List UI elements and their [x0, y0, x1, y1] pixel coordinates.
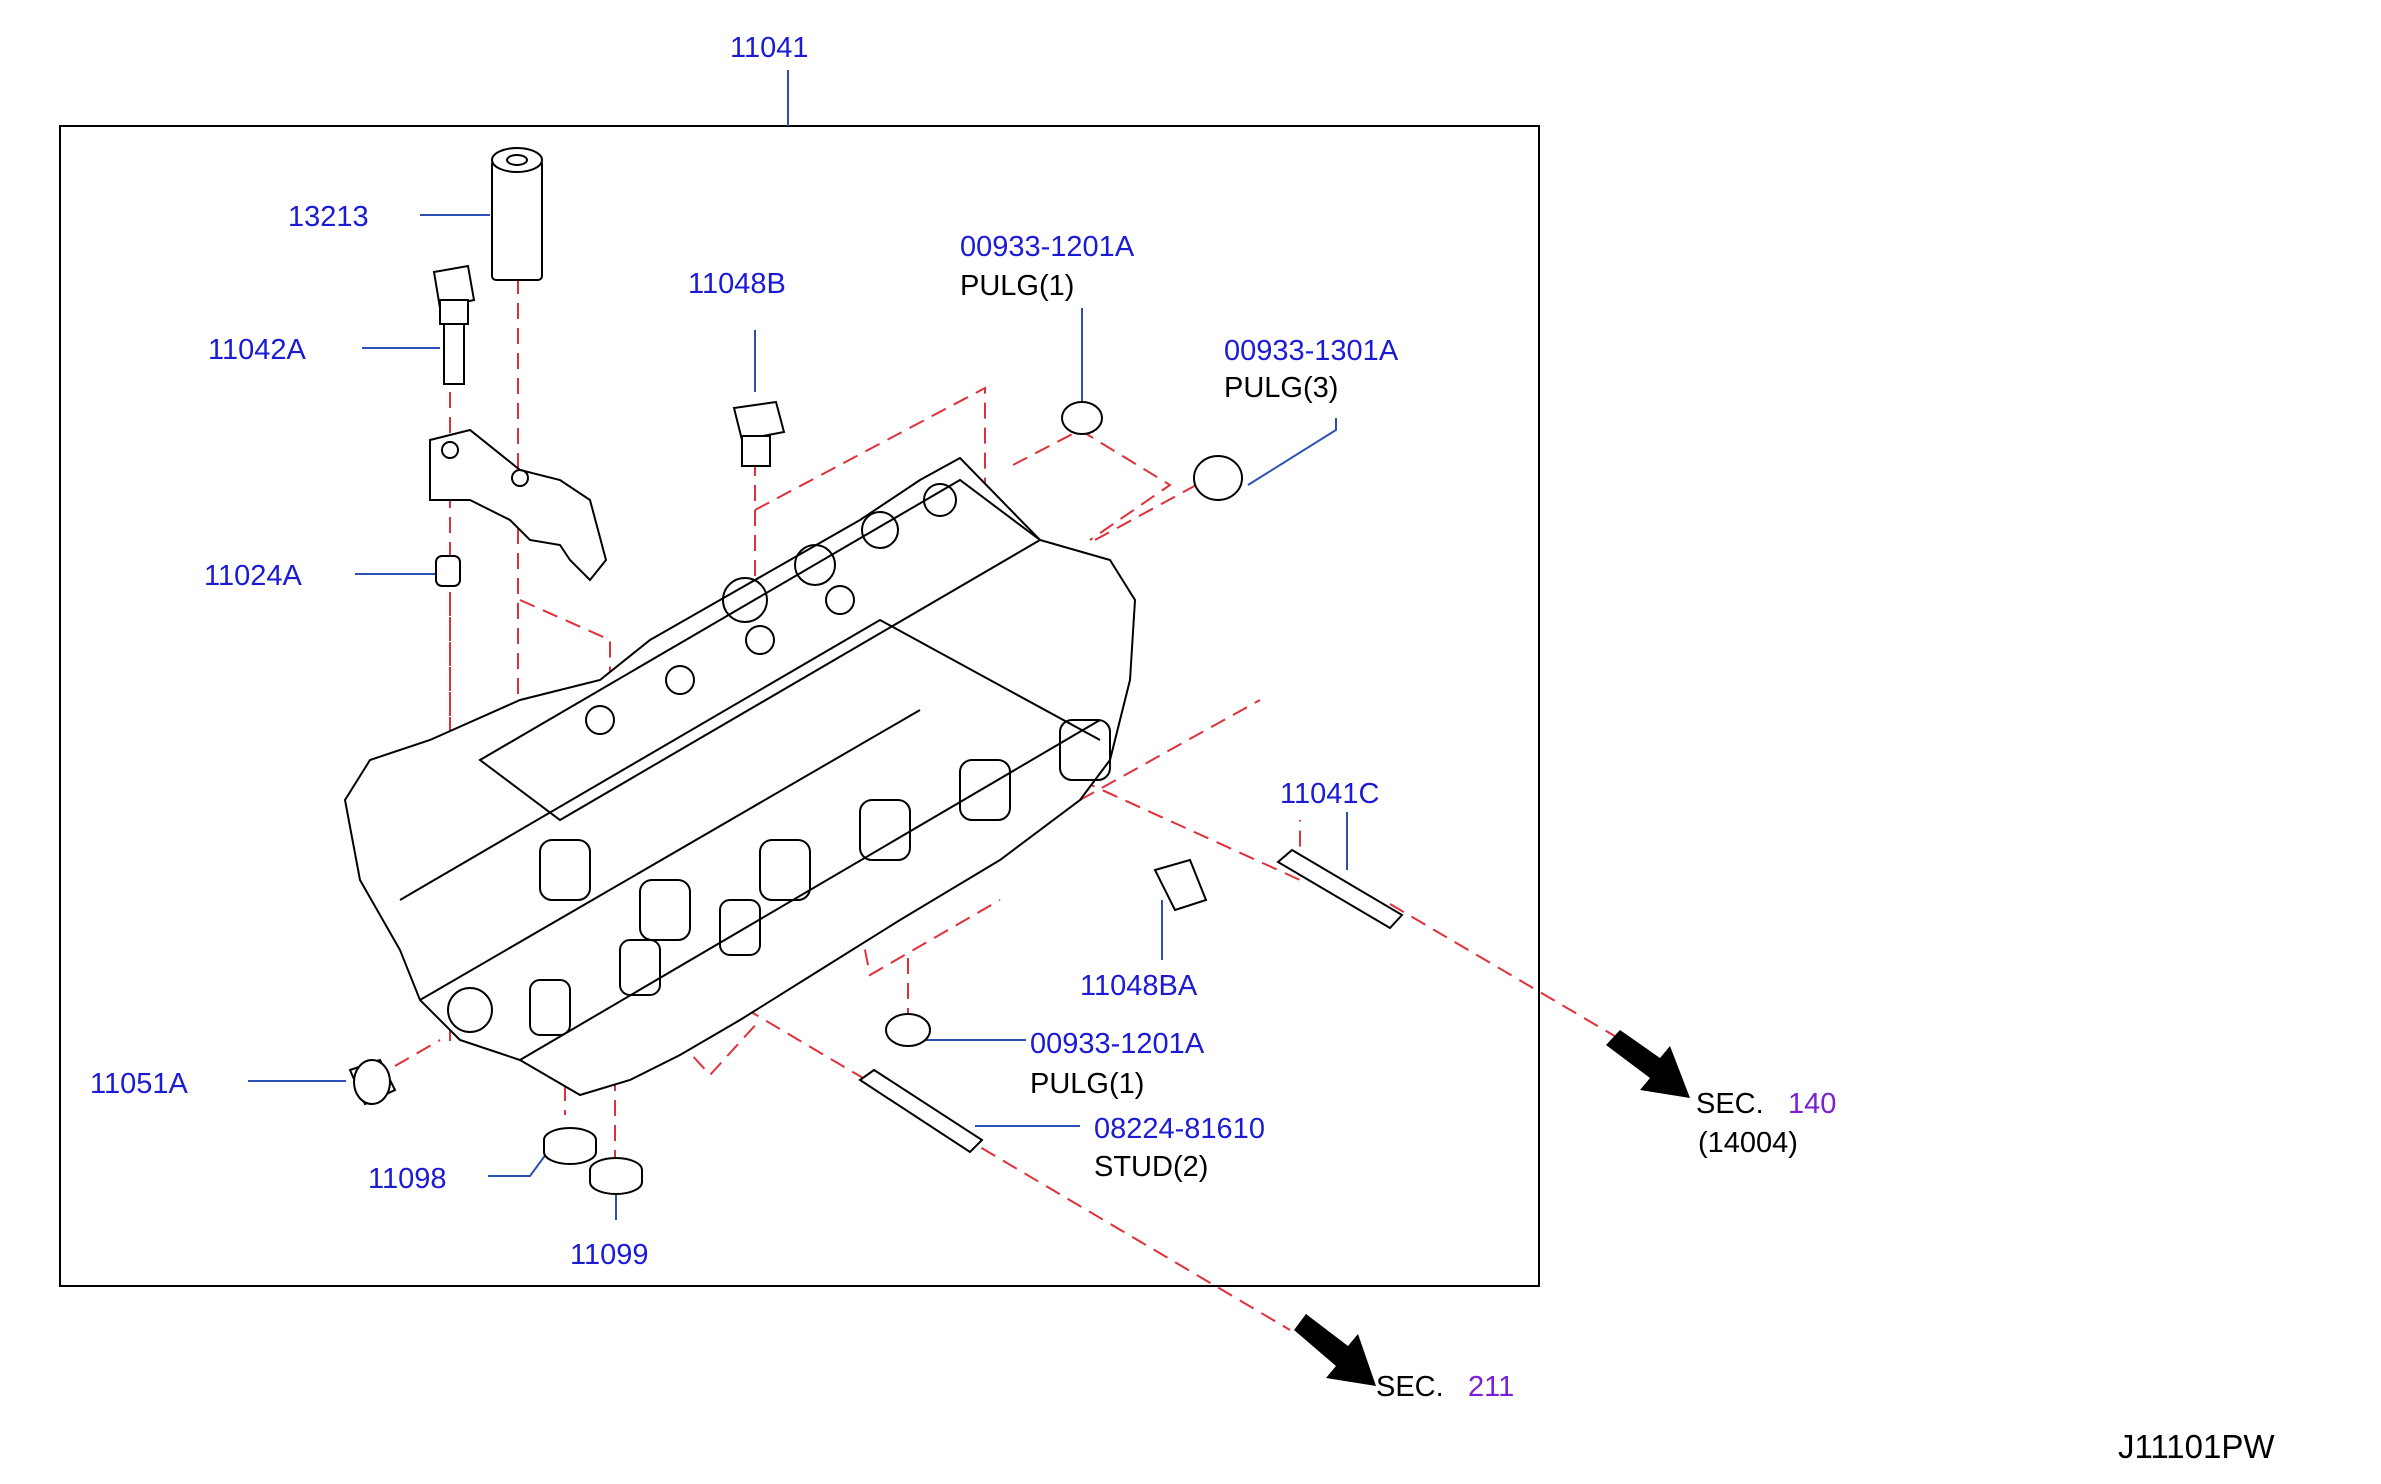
part-desc-plug-3: PULG(3): [1224, 372, 1339, 404]
arrow-right-down-icon: [1294, 1314, 1376, 1386]
part-number-13213[interactable]: 13213: [288, 201, 369, 233]
part-08224-81610-illustration: [858, 1068, 984, 1154]
section-sub-14004: (14004): [1698, 1127, 1798, 1159]
part-00933-1301A-illustration: [1193, 455, 1243, 501]
part-11051A-illustration: [348, 1058, 397, 1106]
part-11024A-illustration: [435, 555, 461, 587]
section-label-211: SEC.: [1376, 1371, 1444, 1403]
part-13213-illustration: [491, 147, 543, 281]
part-00933-1201A-bottom-illustration: [885, 1013, 931, 1047]
part-number-00933-1201A-bottom[interactable]: 00933-1201A: [1030, 1028, 1205, 1060]
part-number-11041C[interactable]: 11041C: [1280, 778, 1380, 810]
part-number-11051A[interactable]: 11051A: [90, 1068, 188, 1100]
part-11099-illustration: [589, 1157, 643, 1195]
part-number-11041[interactable]: 11041: [730, 32, 809, 64]
part-11042A-illustration: [432, 264, 476, 385]
part-number-11099[interactable]: 11099: [570, 1239, 649, 1271]
leader-lines: [248, 214, 1348, 1220]
part-number-11048BA[interactable]: 11048BA: [1080, 970, 1198, 1002]
part-desc-plug-1-top: PULG(1): [960, 270, 1075, 302]
section-link-211[interactable]: 211: [1468, 1371, 1515, 1403]
part-number-11098[interactable]: 11098: [368, 1163, 447, 1195]
part-number-11048B[interactable]: 11048B: [688, 268, 786, 300]
section-link-140[interactable]: 140: [1788, 1088, 1837, 1120]
part-number-00933-1301A[interactable]: 00933-1301A: [1224, 335, 1399, 367]
part-desc-stud-2: STUD(2): [1094, 1151, 1209, 1183]
cylinder-head-illustration: [343, 456, 1137, 1097]
part-11048B-illustration: [732, 400, 786, 467]
part-11098-illustration: [543, 1127, 597, 1165]
part-number-11042A[interactable]: 11042A: [208, 334, 306, 366]
part-00933-1201A-top-illustration: [1061, 401, 1103, 435]
part-11041C-illustration: [1276, 848, 1404, 930]
part-number-08224-81610[interactable]: 08224-81610: [1094, 1113, 1265, 1145]
part-11048BA-illustration: [1153, 858, 1208, 912]
part-desc-plug-1-bottom: PULG(1): [1030, 1068, 1145, 1100]
section-label-140: SEC.: [1696, 1088, 1764, 1120]
diagram-code: J11101PW: [2118, 1428, 2275, 1465]
arrow-right-down-icon: [1606, 1030, 1690, 1098]
part-number-11024A[interactable]: 11024A: [204, 560, 302, 592]
part-number-00933-1201A-top[interactable]: 00933-1201A: [960, 231, 1135, 263]
part-rocker-bracket-illustration: [429, 428, 608, 582]
diagram-frame: [59, 125, 1540, 1287]
